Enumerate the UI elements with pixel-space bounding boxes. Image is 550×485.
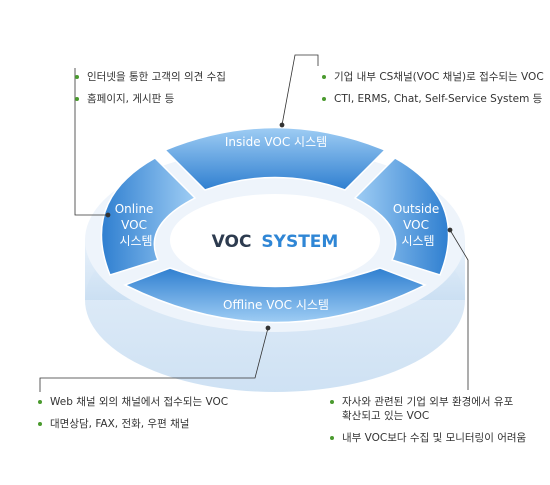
segment-inside: [163, 126, 387, 191]
note-inside-item-2: CTI, ERMS, Chat, Self-Service System 등: [322, 92, 544, 106]
note-offline-item-2: 대면상담, FAX, 전화, 우편 채널: [38, 417, 228, 431]
note-outside-item-1-line-2: 확산되고 있는 VOC: [342, 410, 430, 422]
segment-outside: [353, 157, 450, 276]
note-offline: Web 채널 외의 채널에서 접수되는 VOC 대면상담, FAX, 전화, 우…: [38, 395, 228, 439]
note-online: 인터넷을 통한 고객의 의견 수집 홈페이지, 게시판 등: [75, 70, 226, 114]
segment-inside-label: Inside VOC 시스템: [225, 135, 327, 149]
segment-online-label-3: 시스템: [119, 234, 152, 248]
note-outside: 자사와 관련된 기업 외부 환경에서 유포 확산되고 있는 VOC 내부 VOC…: [330, 395, 526, 453]
note-inside: 기업 내부 CS채널(VOC 채널)로 접수되는 VOC CTI, ERMS, …: [322, 70, 544, 114]
center-title-system: SYSTEM: [261, 232, 338, 252]
segment-offline-label: Offline VOC 시스템: [223, 298, 329, 312]
note-outside-item-1: 자사와 관련된 기업 외부 환경에서 유포 확산되고 있는 VOC: [330, 395, 526, 423]
segment-online: [100, 157, 197, 276]
svg-text:VOC SYSTEM: VOC SYSTEM: [212, 232, 339, 252]
note-online-item-2: 홈페이지, 게시판 등: [75, 92, 226, 106]
leader-lines: [39, 54, 469, 392]
center-title-voc: VOC: [212, 232, 252, 252]
note-online-item-1: 인터넷을 통한 고객의 의견 수집: [75, 70, 226, 84]
segment-outside-label-3: 시스템: [401, 234, 434, 248]
segment-outside-label-2: VOC: [403, 218, 429, 232]
note-outside-item-2: 내부 VOC보다 수집 및 모니터링이 어려움: [330, 431, 526, 445]
svg-text:Online VOC 시스템: Online VOC 시스템: [115, 202, 158, 248]
segment-outside-label-1: Outside: [393, 202, 439, 216]
note-offline-item-1: Web 채널 외의 채널에서 접수되는 VOC: [38, 395, 228, 409]
segment-online-label-1: Online: [115, 202, 154, 216]
note-inside-item-1: 기업 내부 CS채널(VOC 채널)로 접수되는 VOC: [322, 70, 544, 84]
segment-offline: [123, 267, 427, 324]
svg-text:Outside VOC 시스템: Outside VOC 시스템: [393, 202, 443, 248]
segment-online-label-2: VOC: [121, 218, 147, 232]
note-outside-item-1-line-1: 자사와 관련된 기업 외부 환경에서 유포: [342, 396, 514, 408]
